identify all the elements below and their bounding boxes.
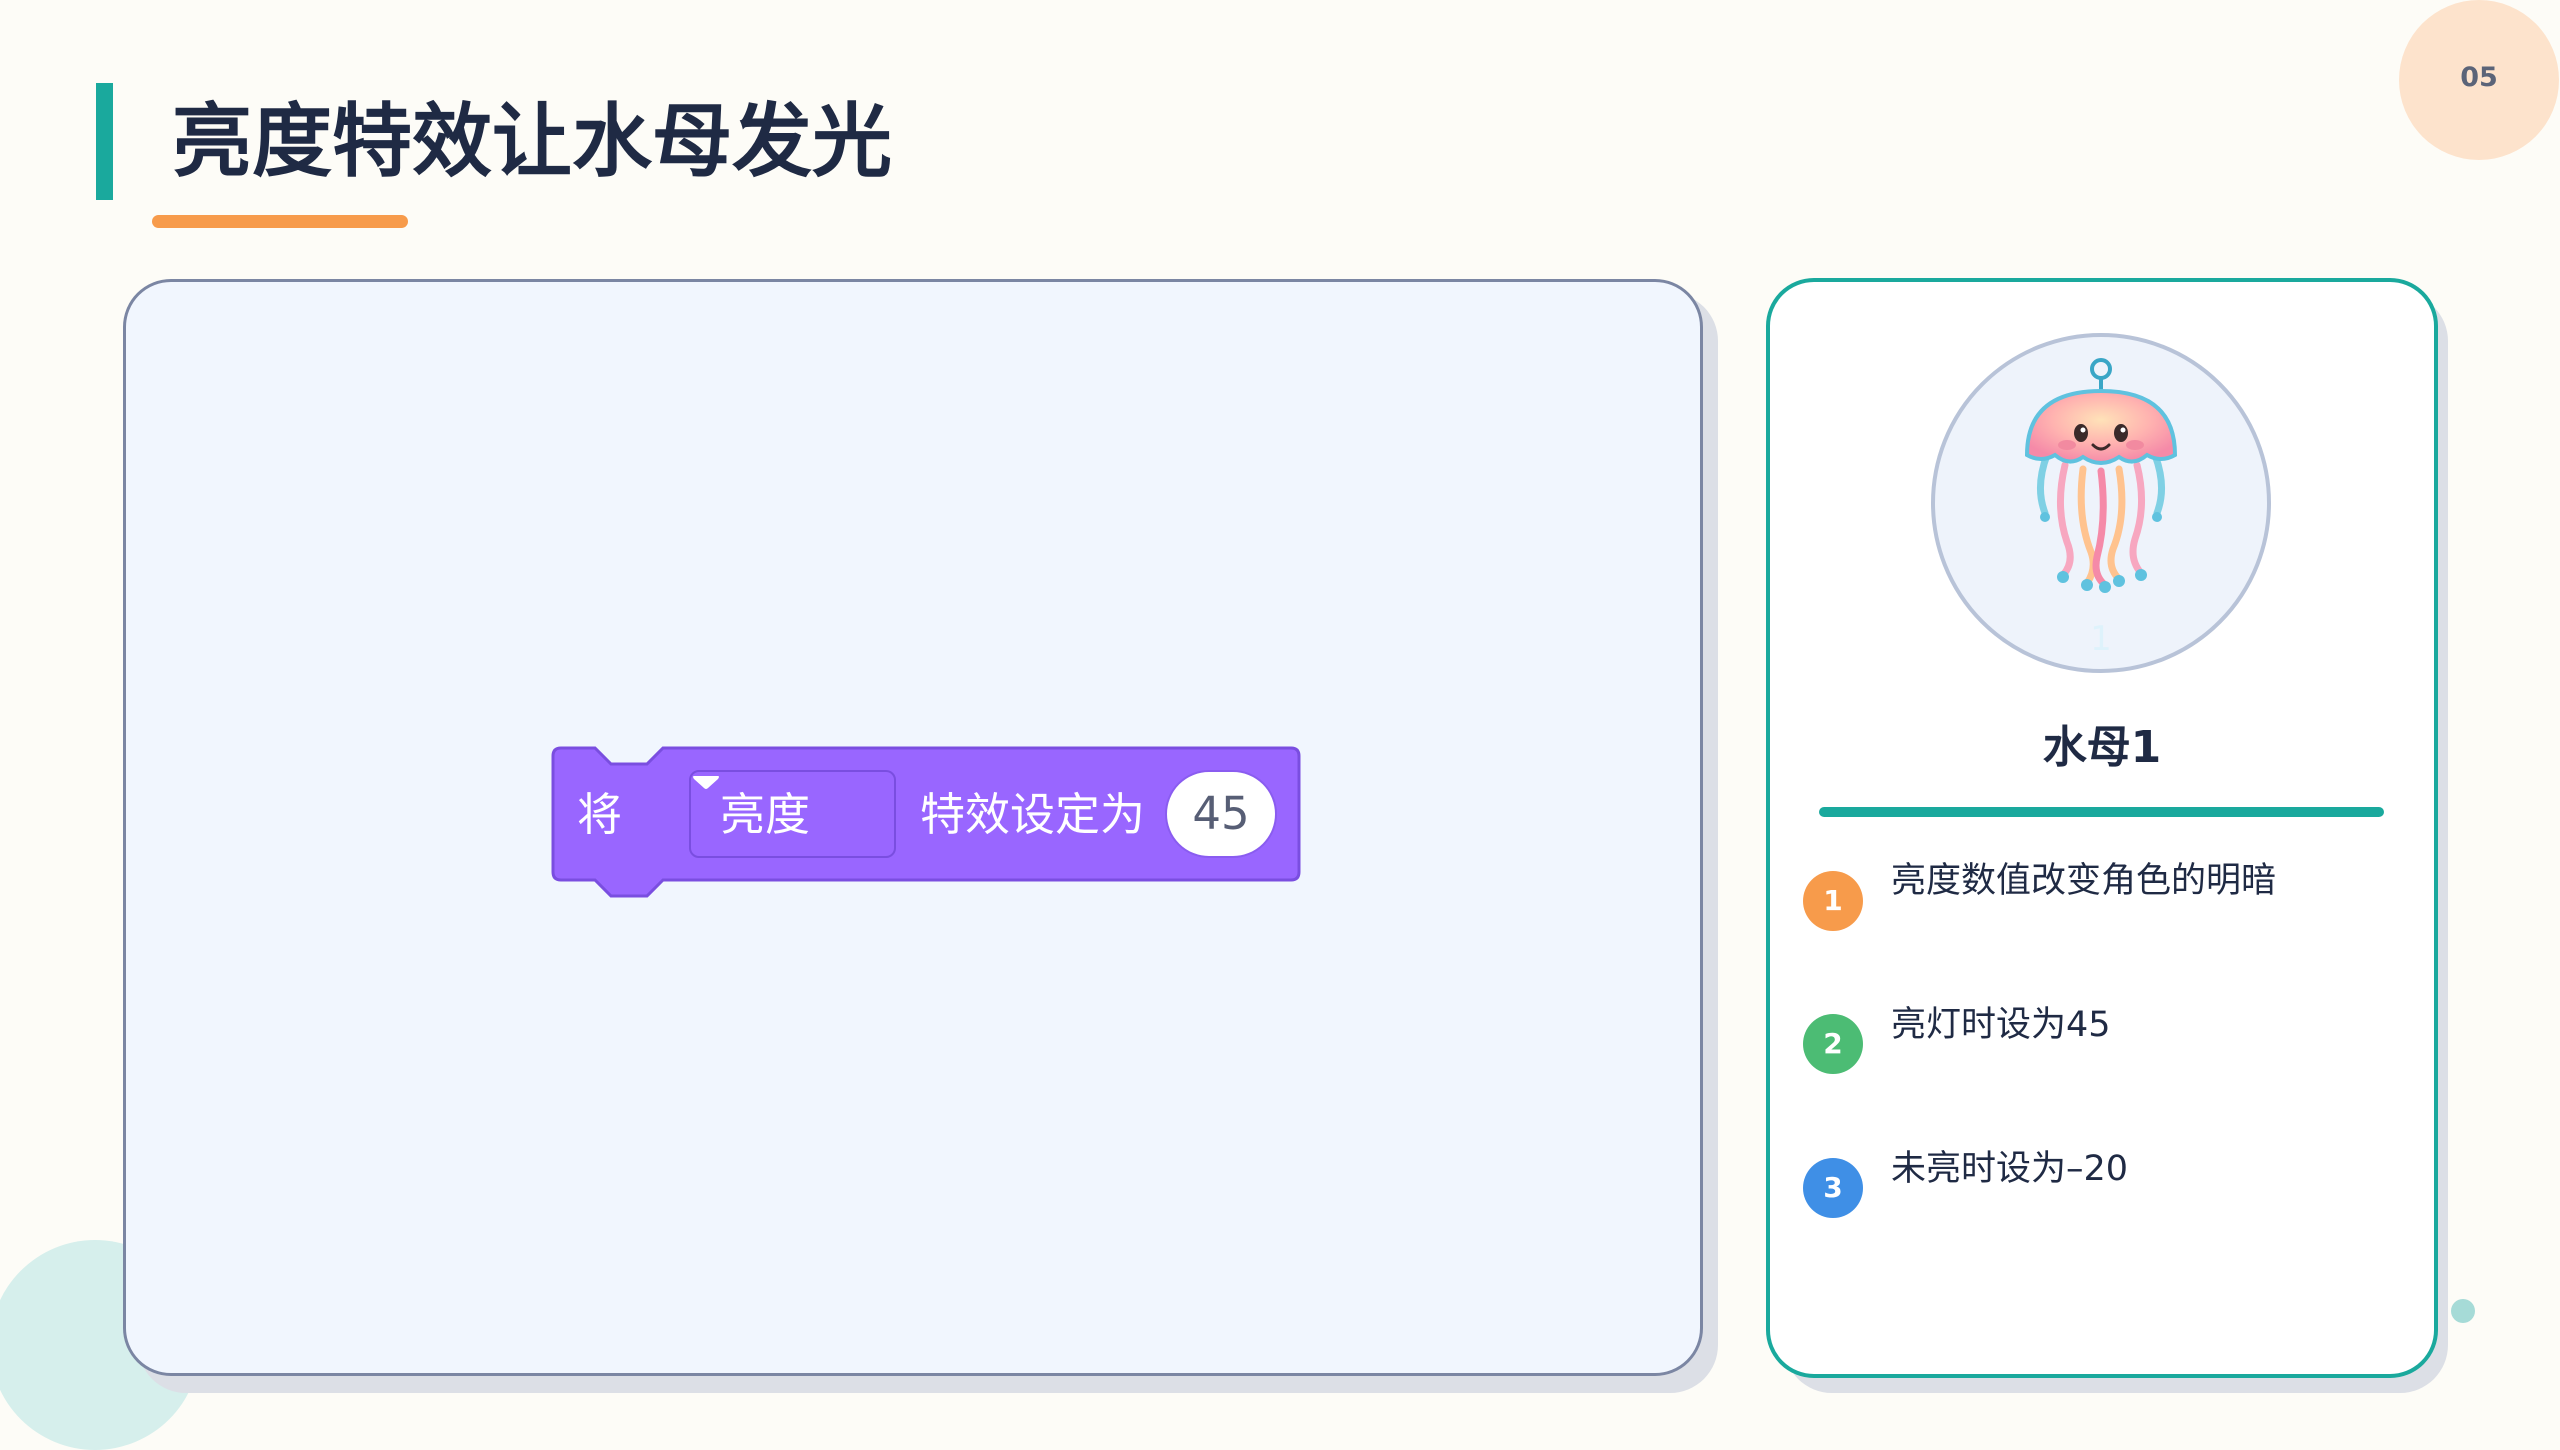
step-text-2: 亮灯时设为45	[1891, 1005, 2111, 1045]
jellyfish-icon	[2024, 358, 2178, 593]
step-badge-2: 2	[1803, 1014, 1863, 1074]
block-prefix-label: 将	[577, 788, 623, 841]
sprite-thumbnail[interactable]: 1	[1931, 333, 2271, 673]
set-effect-block[interactable]: 将 亮度 特效设定为 45	[551, 746, 1301, 906]
step-text-1: 亮度数值改变角色的明暗	[1891, 861, 2277, 901]
step-badge-1: 1	[1803, 871, 1863, 931]
code-canvas-panel	[123, 279, 1703, 1376]
decorative-peach-circle	[2399, 0, 2559, 160]
step-badge-3: 3	[1803, 1158, 1863, 1218]
sprite-index: 1	[2090, 619, 2112, 659]
decorative-dot	[2451, 1299, 2475, 1323]
effect-dropdown-label: 亮度	[720, 788, 811, 841]
effect-value-input[interactable]: 45	[1165, 770, 1277, 858]
block-effect-label: 特效设定为	[920, 788, 1146, 841]
sprite-name: 水母1	[2042, 722, 2162, 773]
page-title: 亮度特效让水母发光	[172, 95, 892, 188]
effect-dropdown[interactable]: 亮度	[689, 770, 896, 858]
sprite-divider	[1819, 807, 2384, 817]
dropdown-arrow-icon	[693, 776, 719, 789]
title-underline	[152, 215, 408, 228]
page-number: 05	[2460, 62, 2498, 93]
title-accent-bar	[96, 83, 113, 200]
step-text-3: 未亮时设为–20	[1891, 1149, 2129, 1189]
